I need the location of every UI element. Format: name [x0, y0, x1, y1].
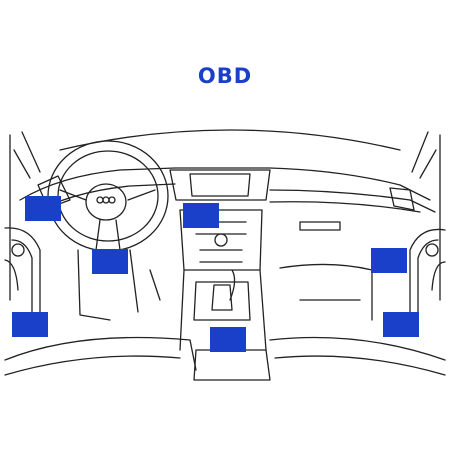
center-console	[169, 169, 271, 351]
right-door-outline	[409, 131, 446, 331]
obd-marker-dash-left	[25, 196, 61, 221]
obd-marker-center-console	[210, 327, 246, 352]
left-door-outline	[4, 131, 41, 331]
steering-wheel	[47, 140, 169, 252]
obd-marker-driver-kick-panel	[12, 312, 48, 337]
front-seats	[4, 336, 446, 381]
obd-marker-under-steering	[92, 249, 128, 274]
obd-marker-passenger-dash	[371, 248, 407, 273]
obd-marker-passenger-kick-panel	[383, 312, 419, 337]
diagram-title: OBD	[197, 64, 253, 88]
passenger-footwell	[279, 263, 373, 321]
windshield-base	[59, 129, 401, 151]
obd-marker-center-stack	[183, 203, 219, 228]
obd-markers	[12, 196, 419, 352]
driver-footwell	[77, 249, 161, 321]
